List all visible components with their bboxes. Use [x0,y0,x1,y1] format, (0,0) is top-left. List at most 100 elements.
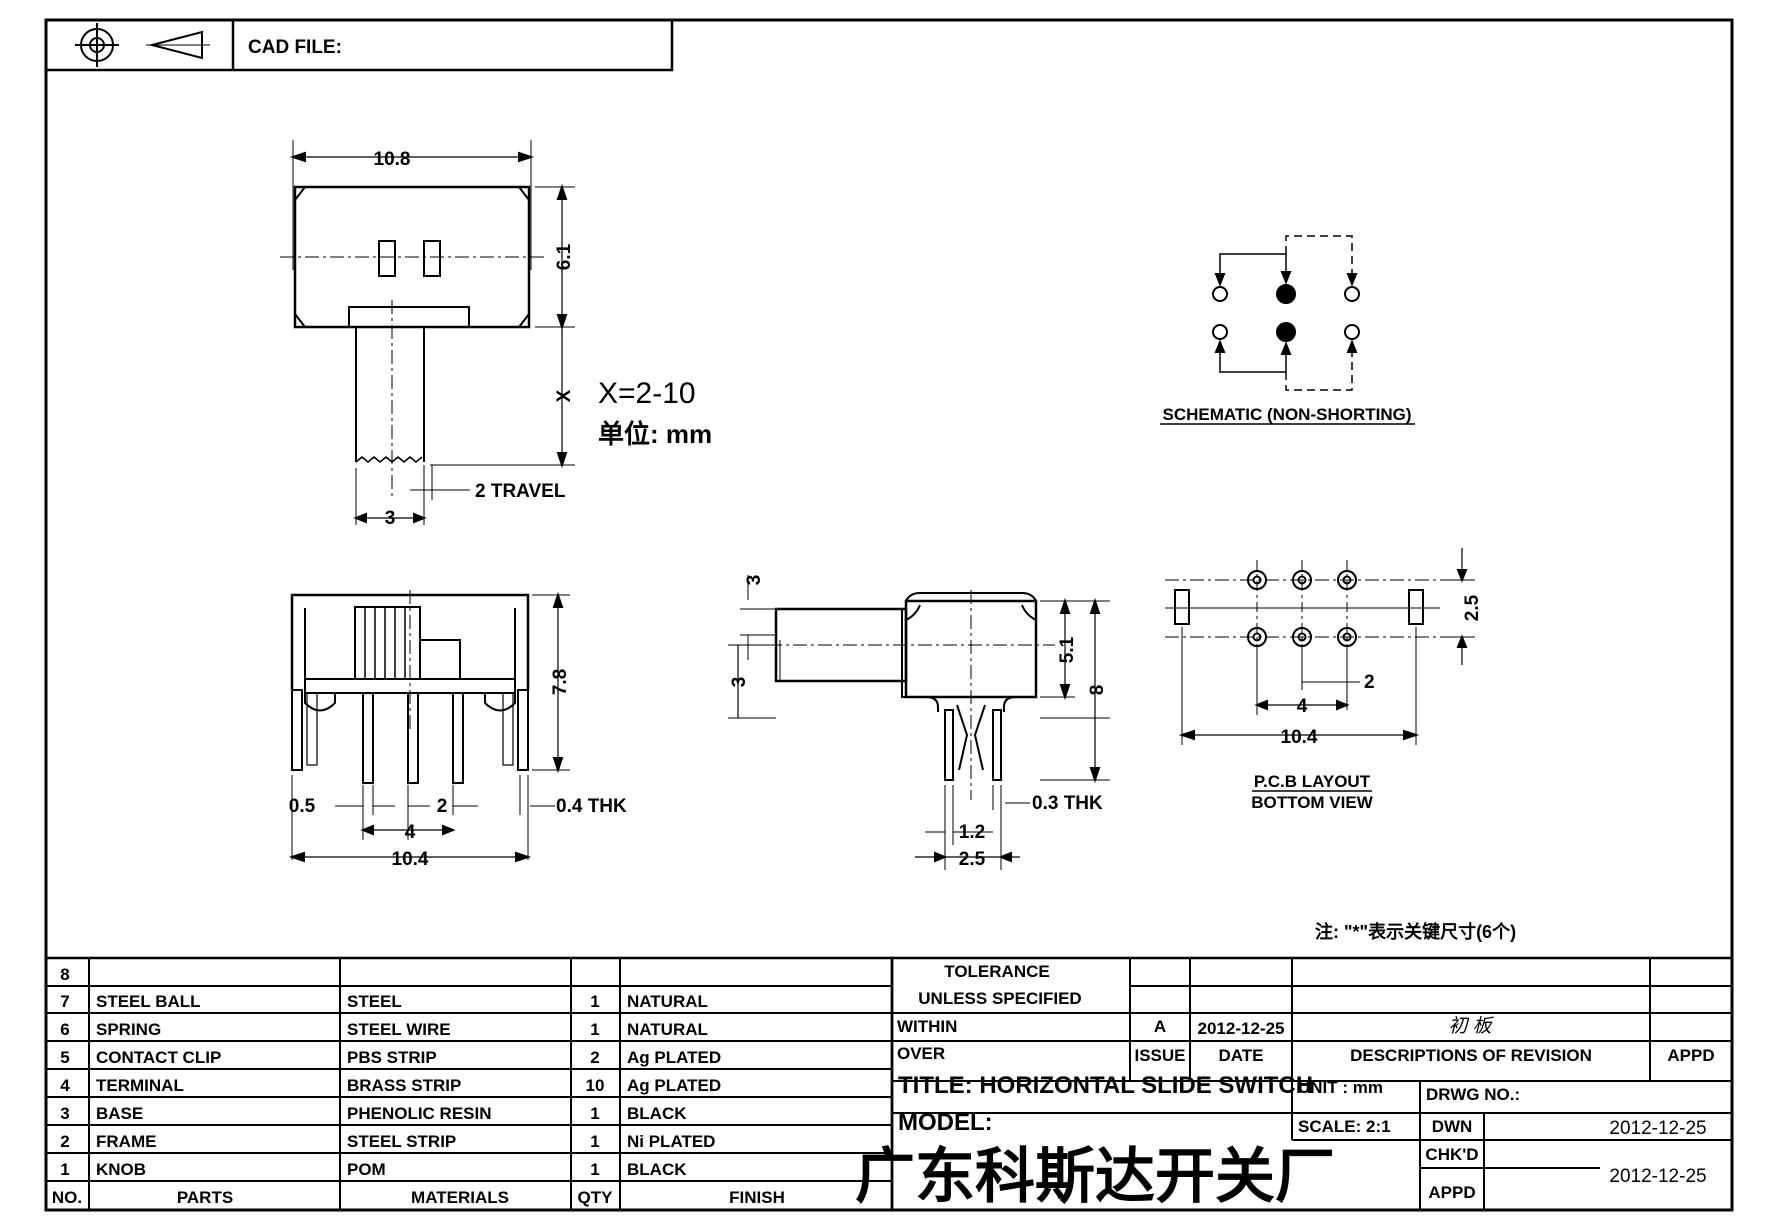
chkd-date: 2012-12-25 [1609,1166,1706,1187]
bom-cell-qty: 1 [590,1132,599,1151]
over-label: OVER [897,1044,945,1063]
bom-cell-material: STEEL STRIP [347,1132,456,1151]
chkd-label: CHK'D [1425,1145,1478,1164]
dim-top-x: X [554,389,575,402]
bom-cell-qty: 1 [590,1160,599,1179]
bom-header-finish: FINISH [729,1188,785,1207]
revision-desc-label: DESCRIPTIONS OF REVISION [1350,1046,1592,1065]
bom-cell-finish: BLACK [627,1104,687,1123]
header-block: CAD FILE: [44,18,674,72]
dim-top-height: 6.1 [554,243,575,270]
bom-header-qty: QTY [578,1188,614,1207]
rev-date: 2012-12-25 [1198,1019,1285,1038]
bom-cell-qty: 1 [590,992,599,1011]
bom-cell-no: 2 [60,1132,69,1151]
top-view: 10.8 6.1 X 2 TRAVEL 3 X=2-10 单位: mm [280,140,712,529]
dim-side-pin-gap: 1.2 [959,822,985,843]
projection-symbol-icon [75,23,210,67]
bom-cell-no: 4 [60,1076,70,1095]
rev-description: 初 板 [1448,1016,1494,1037]
bom-cell-qty: 1 [590,1104,599,1123]
bom-cell-material: PHENOLIC RESIN [347,1104,492,1123]
pcb-caption-line1: P.C.B LAYOUT [1254,772,1371,791]
dwn-label: DWN [1432,1117,1473,1136]
bom-cell-part: CONTACT CLIP [96,1048,221,1067]
bom-cell-part: SPRING [96,1020,161,1039]
bom-cell-finish: Ag PLATED [627,1048,721,1067]
dim-front-pin-pitch: 4 [405,822,416,843]
pcb-layout: 2.5 2 4 10.4 P.C.B LAYOUT BOTTOM VIEW [1165,548,1483,812]
bom-header-material: MATERIALS [411,1188,509,1207]
date-label: DATE [1218,1046,1263,1065]
dim-pcb-row-gap: 2.5 [1462,594,1483,621]
unit-label: UNIT : mm [1298,1078,1383,1097]
schematic: SCHEMATIC (NON-SHORTING) [1160,235,1415,425]
dim-pcb-pitch: 4 [1297,696,1308,717]
dim-front-pin-thk: 0.5 [289,796,316,817]
drwg-no-label: DRWG NO.: [1426,1085,1520,1104]
bom-cell-material: POM [347,1160,386,1179]
dim-side-pin-span: 2.5 [959,849,986,870]
dim-front-width: 10.4 [392,849,429,870]
bom-cell-finish: NATURAL [627,1020,708,1039]
bom-cell-no: 1 [60,1160,69,1179]
dim-side-knob-top: 3 [744,575,765,586]
dim-front-thk: 0.4 THK [556,796,627,817]
bom-cell-no: 7 [60,992,69,1011]
issue-label: ISSUE [1134,1046,1185,1065]
appd2-label: APPD [1428,1183,1475,1202]
rev-letter: A [1154,1017,1166,1036]
dim-side-total-height: 8 [1087,685,1108,696]
tolerance-line2: UNLESS SPECIFIED [918,989,1081,1008]
dwn-date: 2012-12-25 [1609,1118,1706,1139]
dim-top-width: 10.8 [374,149,411,170]
bom-cell-finish: NATURAL [627,992,708,1011]
bom-cell-part: FRAME [96,1132,156,1151]
bom-cell-part: STEEL BALL [96,992,201,1011]
bom-cell-qty: 2 [590,1048,599,1067]
bom-cell-no: 8 [60,965,69,984]
bom-cell-finish: BLACK [627,1160,687,1179]
bom-cell-no: 5 [60,1048,69,1067]
bom-cell-material: STEEL [347,992,402,1011]
tolerance-line1: TOLERANCE [944,962,1049,981]
company-name: 广东科斯达开关厂 [855,1143,1335,1210]
bom-cell-qty: 1 [590,1020,599,1039]
front-view: 7.8 0.5 2 0.4 THK 4 10.4 [289,590,627,870]
bom-cell-material: PBS STRIP [347,1048,437,1067]
bom-cell-no: 3 [60,1104,69,1123]
bom-cell-material: BRASS STRIP [347,1076,461,1095]
bom-cell-material: STEEL WIRE [347,1020,451,1039]
bom-cell-no: 6 [60,1020,69,1039]
bom-cell-finish: Ni PLATED [627,1132,715,1151]
pcb-caption-line2: BOTTOM VIEW [1251,793,1373,812]
dim-top-travel: 2 TRAVEL [475,481,566,502]
key-dimension-note: 注: "*"表示关键尺寸(6个) [1315,921,1516,942]
title-block-text: TOLERANCE UNLESS SPECIFIED WITHIN OVER A… [855,962,1715,1210]
cad-file-label: CAD FILE: [248,37,342,58]
dim-side-knob-height: 3 [729,677,750,688]
bom-cell-part: KNOB [96,1160,146,1179]
unit-note: 单位: mm [598,419,712,449]
dim-side-body-height: 5.1 [1057,636,1078,663]
bom-cell-part: BASE [96,1104,143,1123]
dim-front-height: 7.8 [550,669,571,695]
x-range-note: X=2-10 [598,377,696,410]
bom-cell-qty: 10 [586,1076,605,1095]
bom-cell-part: TERMINAL [96,1076,184,1095]
bom-header-part: PARTS [177,1188,233,1207]
side-view: 3 3 5.1 8 0.3 THK 1.2 2.5 [728,575,1110,870]
bom-cell-finish: Ag PLATED [627,1076,721,1095]
within-label: WITHIN [897,1017,957,1036]
title-block [890,956,1734,1212]
scale-label: SCALE: 2:1 [1298,1117,1391,1136]
appd-label: APPD [1667,1046,1714,1065]
model-label: MODEL: [898,1109,993,1136]
dim-front-pin-pitch-small: 2 [437,796,448,817]
dim-pcb-pitch-small: 2 [1364,672,1375,693]
dim-pcb-width: 10.4 [1281,727,1318,748]
schematic-caption: SCHEMATIC (NON-SHORTING) [1163,405,1412,424]
bom-header-no: NO. [52,1188,82,1207]
